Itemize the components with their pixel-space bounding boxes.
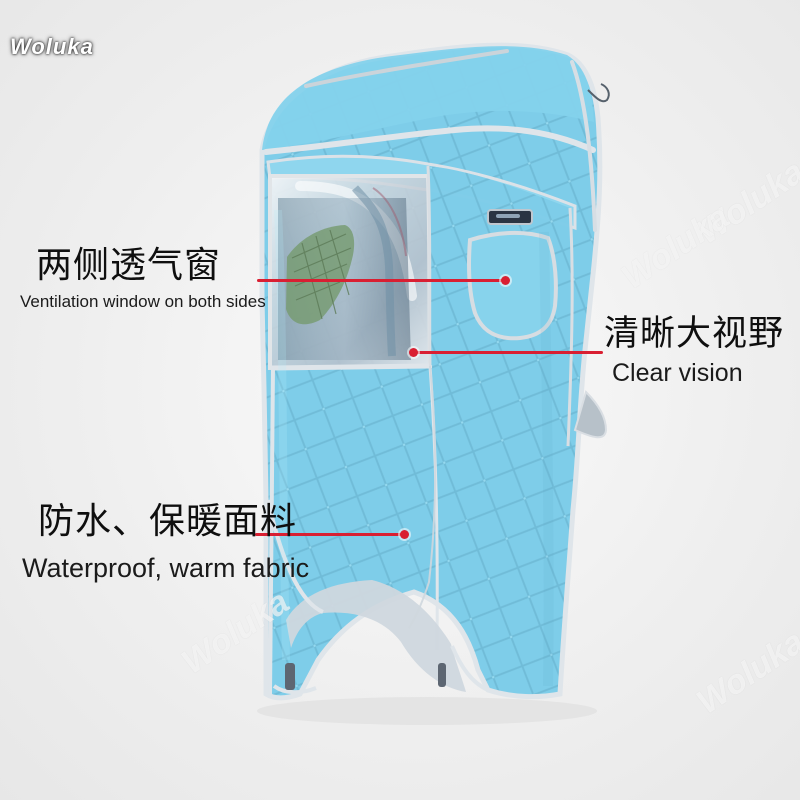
brand-logo-text: Woluka	[10, 34, 94, 59]
vision-subtitle-en: Clear vision	[612, 359, 743, 387]
fabric-subtitle-en: Waterproof, warm fabric	[22, 553, 310, 583]
fabric-annotation-line	[255, 533, 403, 536]
vision-title-zh: 清晰大视野	[604, 314, 785, 354]
ventilation-title-zh: 两侧透气窗	[36, 245, 222, 286]
fabric-annotation-dot	[400, 530, 409, 539]
vision-annotation-dot	[409, 348, 418, 357]
fabric-title-zh: 防水、保暖面料	[38, 501, 298, 542]
ventilation-annotation-line	[257, 279, 505, 282]
ventilation-annotation-dot	[501, 276, 510, 285]
vision-annotation-line	[413, 351, 603, 354]
ventilation-subtitle-en: Ventilation window on both sides	[20, 292, 266, 311]
